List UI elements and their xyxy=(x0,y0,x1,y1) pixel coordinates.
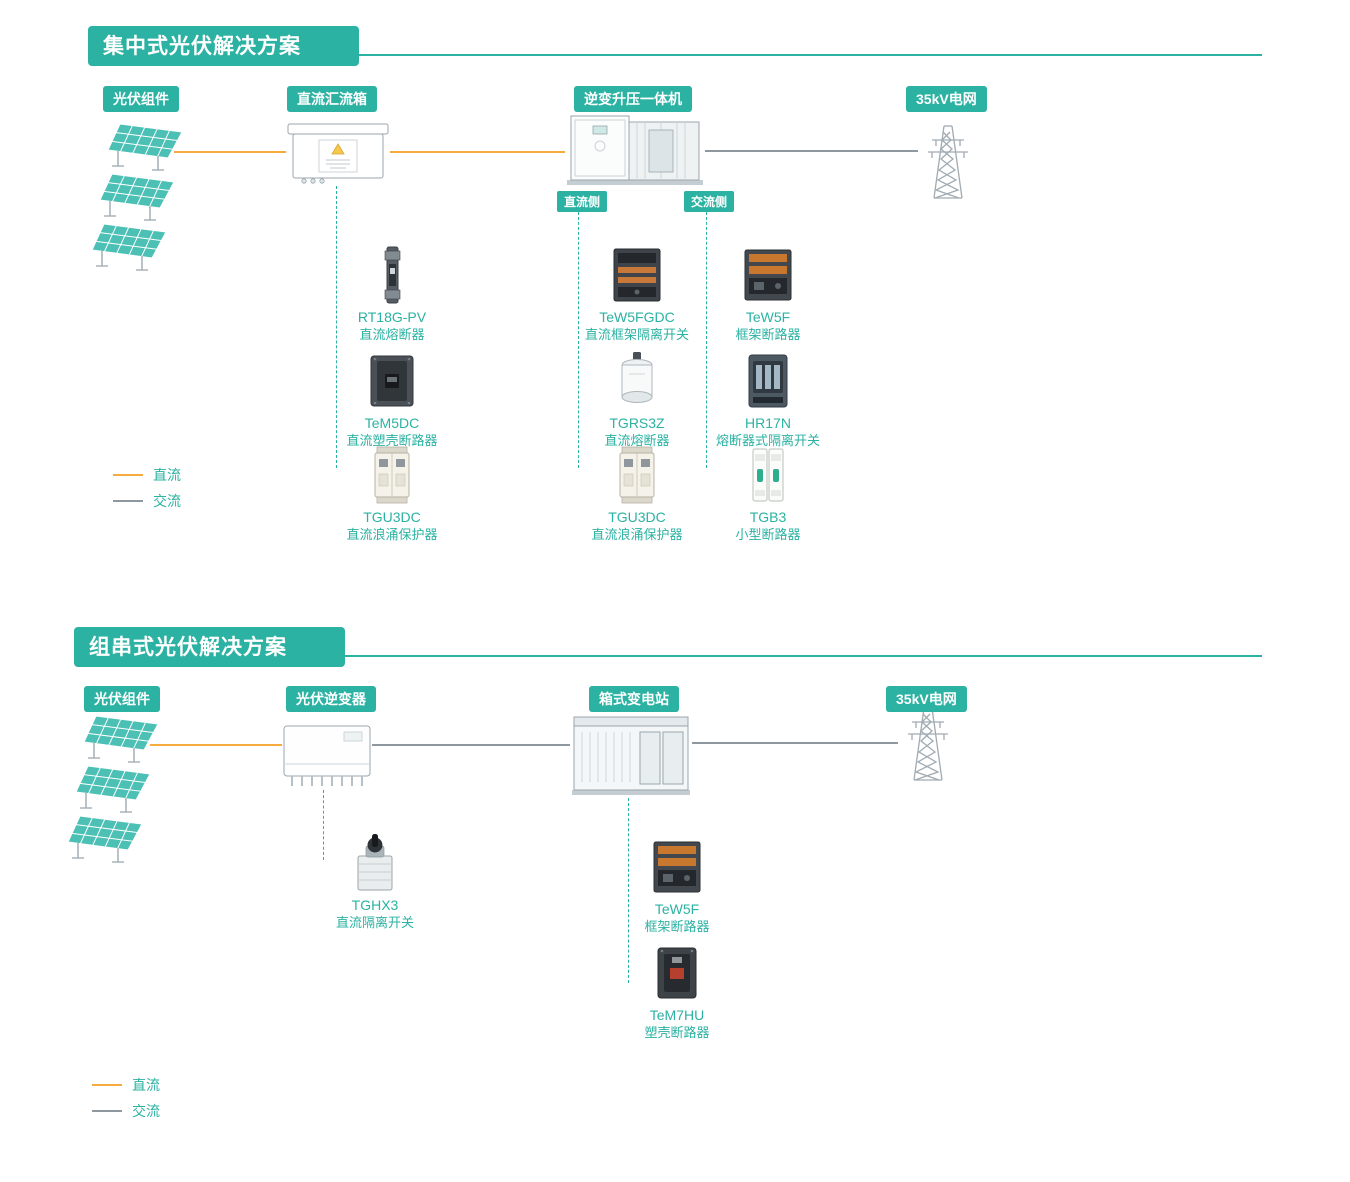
frame-isolator-icon xyxy=(577,246,697,306)
dc-line xyxy=(390,151,565,153)
legend-ac-label: 交流 xyxy=(153,493,181,509)
box-substation-icon xyxy=(570,712,692,803)
product-desc: 框架断路器 xyxy=(644,918,710,934)
product-desc: 塑壳断路器 xyxy=(644,1024,710,1040)
node-label-35kv-grid: 35kV电网 xyxy=(906,86,987,112)
inverter-booster-station-icon xyxy=(565,110,705,193)
frame-breaker-icon xyxy=(617,838,737,898)
product-desc: 直流浪涌保护器 xyxy=(346,526,438,542)
product-name: TGRS3Z xyxy=(609,415,665,431)
product-card: TGB3 小型断路器 xyxy=(708,446,828,543)
node-label-pv-modules: 光伏组件 xyxy=(84,686,160,712)
node-label-pv-modules: 光伏组件 xyxy=(103,86,179,112)
product-card: TeW5FGDC 直流框架隔离开关 xyxy=(577,246,697,343)
combiner-branch-dashed-line xyxy=(336,186,337,468)
product-card: TGHX3 直流隔离开关 xyxy=(315,833,435,931)
mini-breaker-icon xyxy=(708,446,828,506)
product-desc: 直流塑壳断路器 xyxy=(346,432,438,448)
section1-divider xyxy=(88,54,1262,56)
surge-protector-icon xyxy=(332,446,452,506)
node-label-inverter-booster: 逆变升压一体机 xyxy=(574,86,692,112)
fuse-switch-disconnector-icon xyxy=(708,352,828,412)
product-name: TeW5FGDC xyxy=(599,309,675,325)
product-name: HR17N xyxy=(745,415,791,431)
product-name: TeW5F xyxy=(654,901,700,917)
dc-line xyxy=(150,744,282,746)
branch-label-dc-side: 直流侧 xyxy=(557,191,608,212)
product-card: TeM5DC 直流塑壳断路器 xyxy=(332,352,452,449)
section1-title-banner: 集中式光伏解决方案 xyxy=(88,26,359,66)
product-name: TGHX3 xyxy=(351,897,399,913)
substation-branch-dashed-line xyxy=(628,798,629,983)
molded-case-breaker-icon xyxy=(332,352,452,412)
molded-case-breaker-icon xyxy=(617,944,737,1004)
product-desc: 直流框架隔离开关 xyxy=(584,326,689,342)
legend-row-dc: 直流 xyxy=(113,462,181,488)
ac-line-sample xyxy=(113,500,143,502)
dc-side-dashed-line xyxy=(578,212,579,468)
combiner-box-icon xyxy=(286,120,390,191)
node-label-box-substation: 箱式变电站 xyxy=(589,686,679,712)
product-card: TeW5F 框架断路器 xyxy=(617,838,737,935)
node-label-35kv-grid: 35kV电网 xyxy=(886,686,967,712)
legend-row-ac: 交流 xyxy=(92,1098,160,1124)
product-name: TeM5DC xyxy=(364,415,420,431)
inverter-branch-dashed-line xyxy=(323,790,324,860)
product-name: TeM7HU xyxy=(649,1007,705,1023)
legend-dc-label: 直流 xyxy=(132,1077,160,1093)
product-name: RT18G-PV xyxy=(357,309,427,325)
cylindrical-fuse-icon xyxy=(577,351,697,412)
transmission-tower-icon xyxy=(918,122,978,207)
product-desc: 直流熔断器 xyxy=(604,432,670,448)
ac-line xyxy=(692,742,898,744)
product-desc: 直流浪涌保护器 xyxy=(591,526,683,542)
legend: 直流 交流 xyxy=(113,462,181,514)
dc-line xyxy=(174,151,286,153)
transmission-tower-icon xyxy=(898,704,958,789)
product-card: TGRS3Z 直流熔断器 xyxy=(577,351,697,449)
node-label-pv-inverter: 光伏逆变器 xyxy=(286,686,376,712)
ac-side-dashed-line xyxy=(706,212,707,468)
product-desc: 小型断路器 xyxy=(735,526,801,542)
product-card: TeW5F 框架断路器 xyxy=(708,246,828,343)
legend-dc-label: 直流 xyxy=(153,467,181,483)
product-name: TGB3 xyxy=(749,509,787,525)
section2-title-banner: 组串式光伏解决方案 xyxy=(74,627,345,667)
rotary-isolator-icon xyxy=(315,833,435,894)
branch-label-ac-side: 交流侧 xyxy=(684,191,735,212)
product-card: RT18G-PV 直流熔断器 xyxy=(332,246,452,343)
product-desc: 直流隔离开关 xyxy=(335,914,414,930)
legend: 直流 交流 xyxy=(92,1072,160,1124)
product-card: TGU3DC 直流浪涌保护器 xyxy=(577,446,697,543)
surge-protector-icon xyxy=(577,446,697,506)
product-card: TGU3DC 直流浪涌保护器 xyxy=(332,446,452,543)
node-label-dc-combiner-box: 直流汇流箱 xyxy=(287,86,377,112)
product-desc: 直流熔断器 xyxy=(359,326,425,342)
product-name: TGU3DC xyxy=(608,509,666,525)
product-name: TGU3DC xyxy=(363,509,421,525)
product-desc: 框架断路器 xyxy=(735,326,801,342)
dc-fuse-icon xyxy=(332,246,452,306)
product-name: TeW5F xyxy=(745,309,791,325)
dc-line-sample xyxy=(113,474,143,476)
legend-row-ac: 交流 xyxy=(113,488,181,514)
solar-panels-icon xyxy=(68,716,168,871)
legend-ac-label: 交流 xyxy=(132,1103,160,1119)
ac-line xyxy=(372,744,570,746)
ac-line-sample xyxy=(92,1110,122,1112)
product-card: TeM7HU 塑壳断路器 xyxy=(617,944,737,1041)
product-desc: 熔断器式隔离开关 xyxy=(715,432,820,448)
solar-panels-icon xyxy=(92,124,192,279)
dc-line-sample xyxy=(92,1084,122,1086)
frame-breaker-icon xyxy=(708,246,828,306)
string-inverter-icon xyxy=(282,724,372,795)
product-card: HR17N 熔断器式隔离开关 xyxy=(708,352,828,449)
legend-row-dc: 直流 xyxy=(92,1072,160,1098)
ac-line xyxy=(705,150,918,152)
section2-divider xyxy=(74,655,1262,657)
